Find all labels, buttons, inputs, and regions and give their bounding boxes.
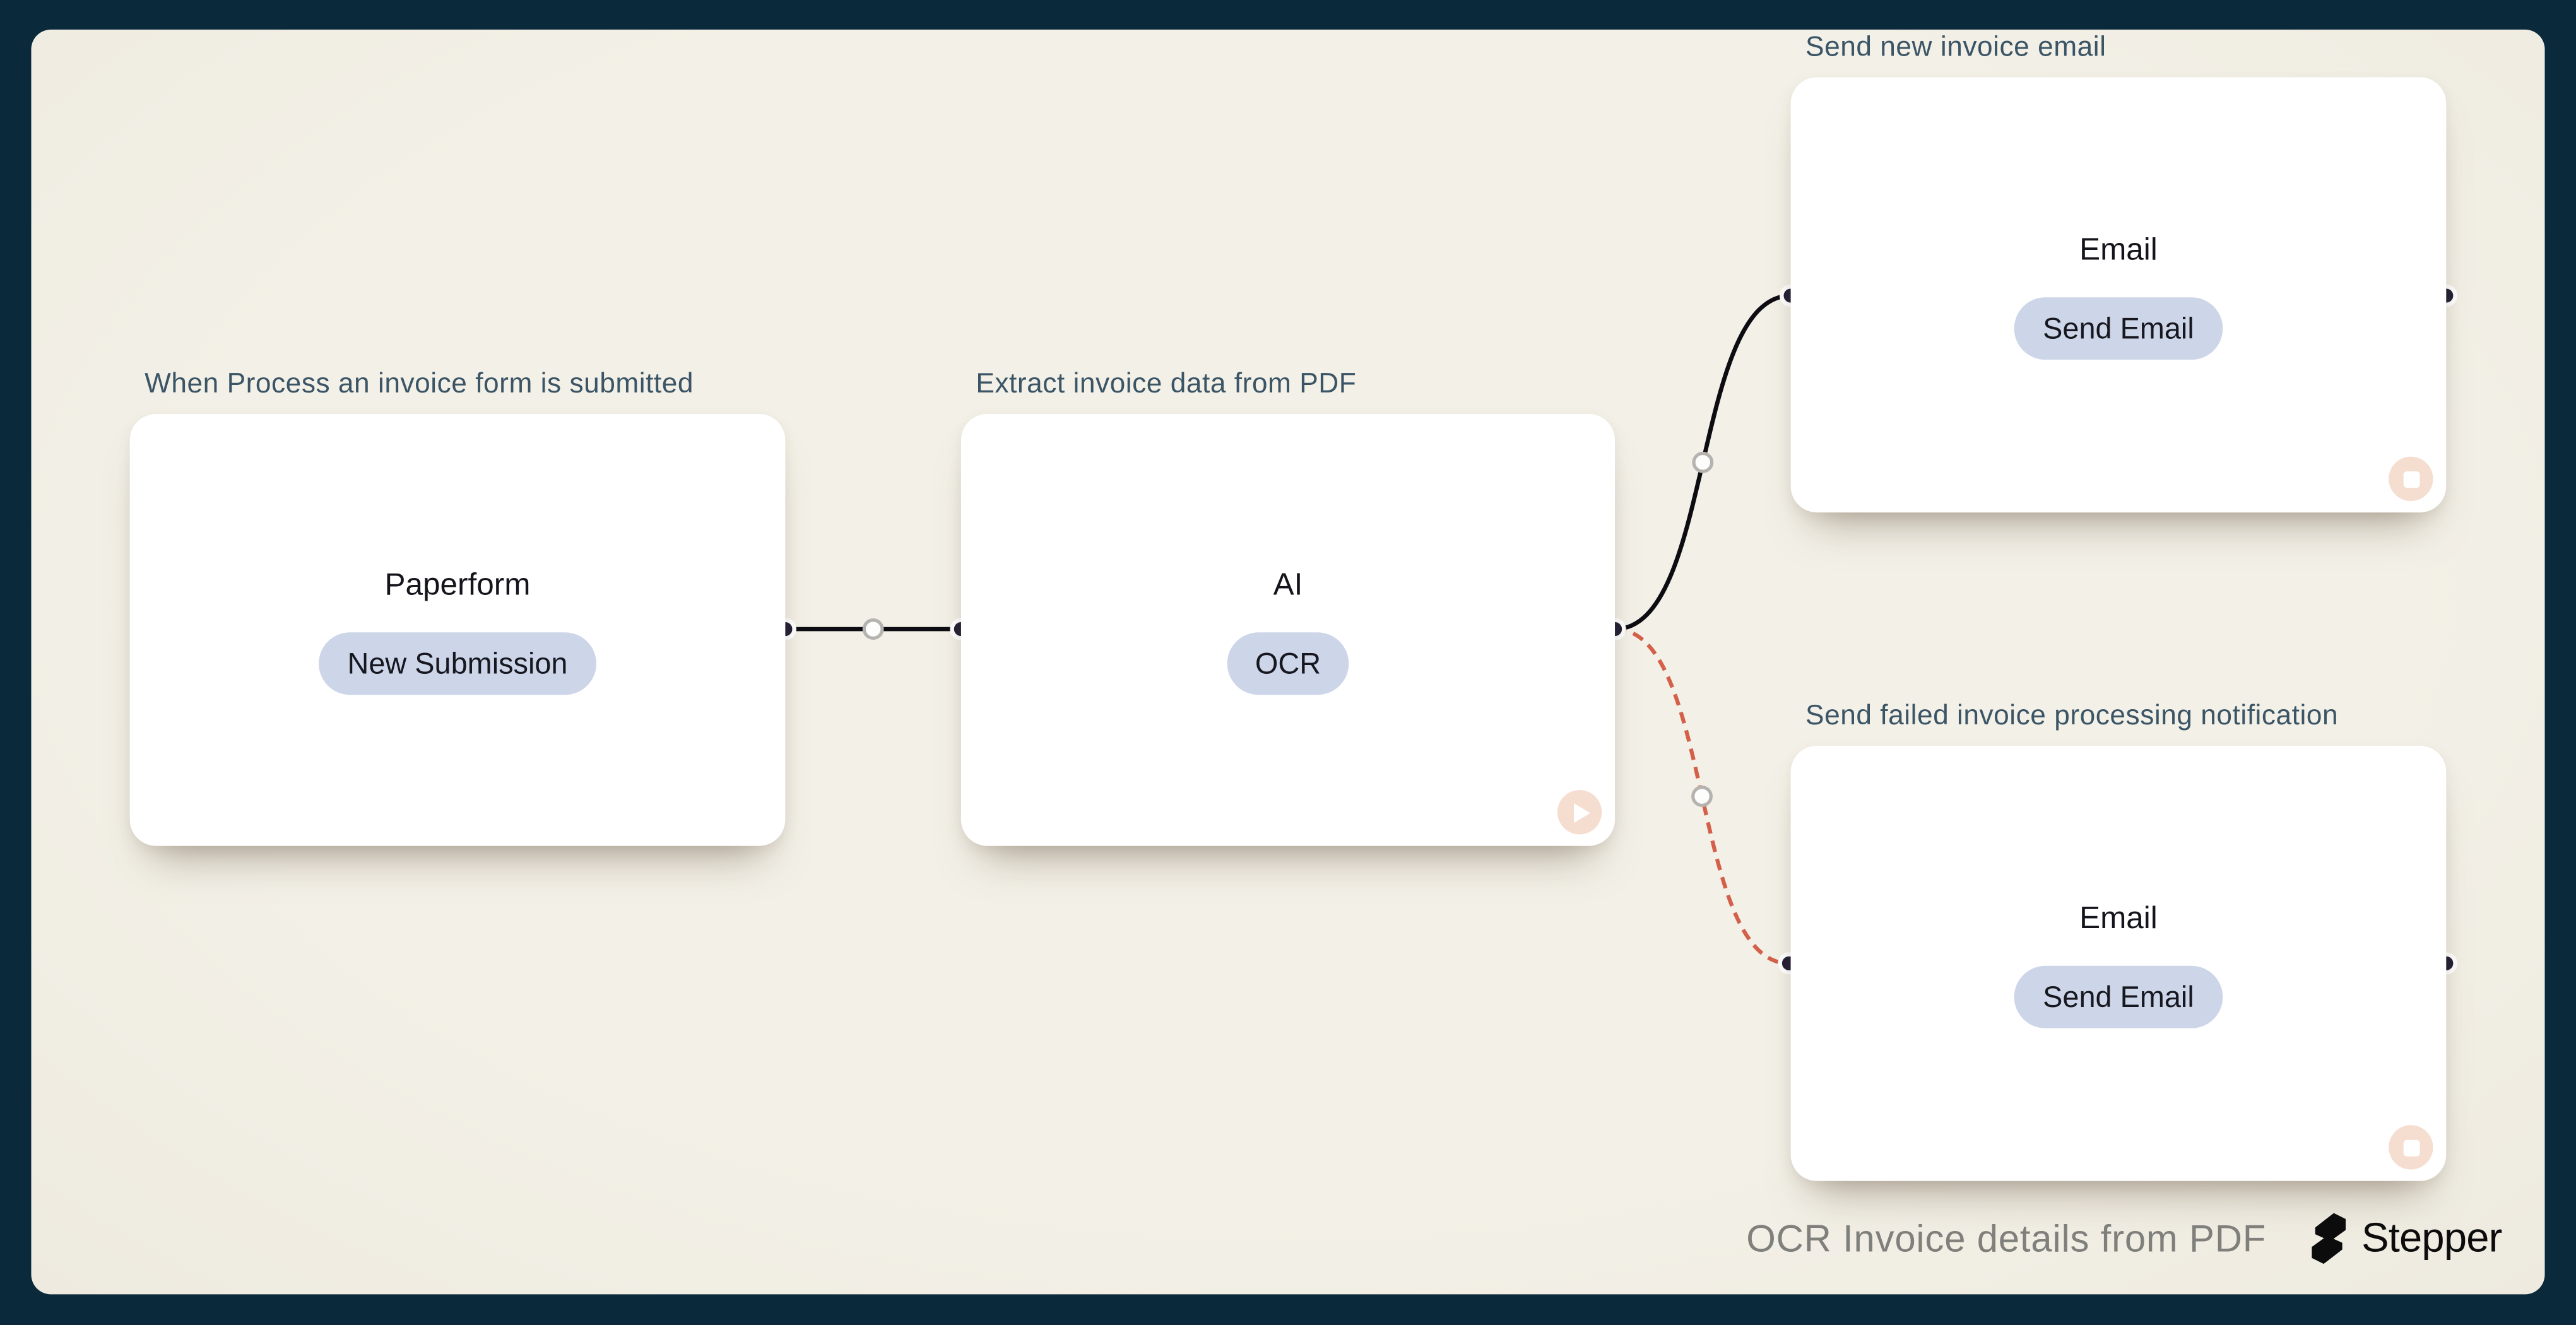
edge-midpoint-handle[interactable]	[862, 618, 884, 640]
node-title: Paperform	[384, 567, 531, 603]
node-card-ai[interactable]: AI OCR	[960, 414, 1616, 846]
stop-icon	[2402, 1139, 2419, 1156]
node-action-badge: Send Email	[2014, 296, 2223, 359]
stepper-logo: Stepper	[2310, 1211, 2502, 1267]
node-email-success: Send new invoice email Email Send Email	[1790, 31, 2447, 513]
run-node-button[interactable]	[1557, 790, 1602, 835]
footer: OCR Invoice details from PDF Stepper	[1746, 1207, 2502, 1269]
node-action-badge: OCR	[1227, 631, 1349, 694]
stop-icon	[2402, 470, 2419, 487]
node-card-email-failure[interactable]: Email Send Email	[1790, 745, 2447, 1181]
stepper-logo-icon	[2312, 1213, 2347, 1264]
edge-midpoint-handle[interactable]	[1692, 451, 1714, 473]
stop-node-button[interactable]	[2389, 1125, 2433, 1170]
play-icon	[1573, 802, 1590, 822]
node-card-paperform[interactable]: Paperform New Submission	[129, 414, 786, 846]
node-title: Email	[2079, 900, 2158, 936]
node-label: Send new invoice email	[1805, 31, 2106, 62]
stop-node-button[interactable]	[2389, 456, 2433, 502]
workflow-canvas[interactable]: When Process an invoice form is submitte…	[31, 29, 2545, 1295]
node-card-email-success[interactable]: Email Send Email	[1790, 77, 2447, 513]
node-title: Email	[2079, 232, 2158, 268]
node-label: When Process an invoice form is submitte…	[145, 368, 694, 399]
node-action-badge: New Submission	[319, 631, 596, 694]
workflow-caption: OCR Invoice details from PDF	[1746, 1216, 2267, 1259]
stepper-logo-word: Stepper	[2361, 1215, 2502, 1261]
node-ai-ocr: Extract invoice data from PDF AI OCR	[960, 368, 1616, 846]
node-label: Extract invoice data from PDF	[976, 368, 1357, 399]
node-email-failure: Send failed invoice processing notificat…	[1790, 700, 2447, 1181]
edge-midpoint-handle[interactable]	[1691, 786, 1713, 808]
node-title: AI	[1273, 567, 1303, 603]
node-label: Send failed invoice processing notificat…	[1805, 700, 2339, 731]
node-action-badge: Send Email	[2014, 965, 2223, 1028]
node-paperform-trigger: When Process an invoice form is submitte…	[129, 368, 786, 846]
